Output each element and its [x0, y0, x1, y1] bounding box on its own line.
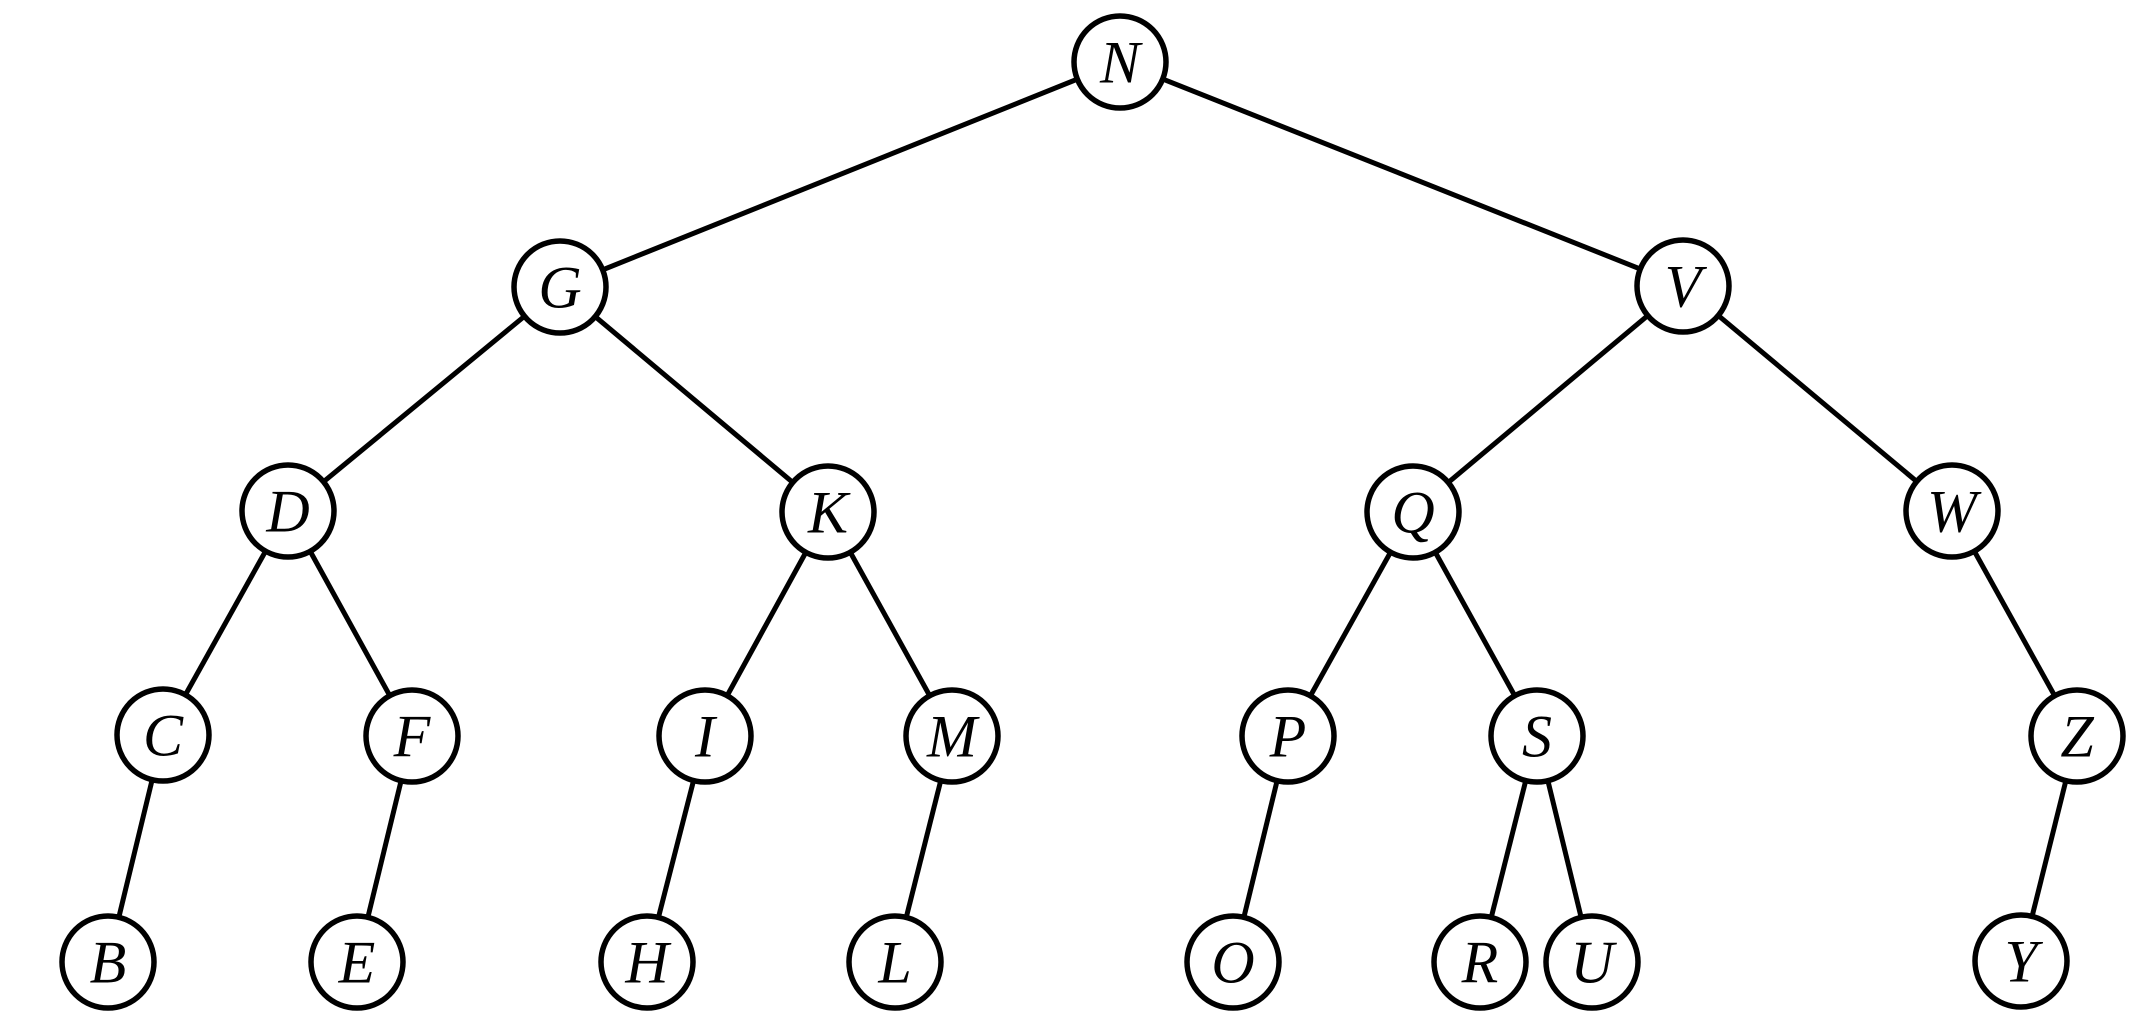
tree-node-i: I — [656, 687, 754, 785]
node-label-l: L — [877, 929, 911, 995]
node-label-p: P — [1269, 703, 1307, 769]
tree-edge-g-k — [558, 285, 830, 514]
node-label-e: E — [338, 929, 376, 995]
node-circle-q — [1364, 463, 1462, 561]
node-label-h: H — [624, 929, 672, 995]
node-label-k: K — [807, 479, 851, 545]
node-label-z: Z — [2060, 703, 2094, 769]
node-label-n: N — [1099, 29, 1143, 95]
tree-node-z: Z — [2028, 687, 2126, 785]
node-circle-b — [59, 913, 157, 1011]
tree-node-s: S — [1488, 687, 1586, 785]
tree-node-b: B — [59, 913, 157, 1011]
tree-node-u: U — [1543, 913, 1641, 1011]
tree-node-d: D — [239, 462, 337, 560]
node-circle-e — [308, 913, 406, 1011]
tree-edge-v-q — [1411, 284, 1685, 514]
tree-node-o: O — [1184, 913, 1282, 1011]
node-circle-i — [656, 687, 754, 785]
tree-node-y: Y — [1972, 912, 2070, 1010]
tree-node-p: P — [1239, 687, 1337, 785]
edges-layer — [105, 59, 2080, 963]
node-circle-f — [363, 687, 461, 785]
node-label-b: B — [90, 929, 127, 995]
node-circle-m — [903, 687, 1001, 785]
tree-edge-v-w — [1681, 284, 1954, 513]
tree-node-l: L — [846, 913, 944, 1011]
node-label-f: F — [393, 703, 432, 769]
node-circle-z — [2028, 687, 2126, 785]
tree-node-r: R — [1431, 913, 1529, 1011]
node-label-r: R — [1461, 929, 1499, 995]
tree-node-k: K — [779, 463, 877, 561]
node-label-w: W — [1927, 478, 1982, 544]
node-label-d: D — [265, 478, 309, 544]
node-circle-s — [1488, 687, 1586, 785]
node-circle-n — [1071, 13, 1169, 111]
tree-node-g: G — [511, 238, 609, 336]
tree-node-f: F — [363, 687, 461, 785]
node-label-o: O — [1211, 929, 1254, 995]
node-label-y: Y — [2004, 928, 2043, 994]
node-label-m: M — [926, 703, 980, 769]
tree-node-h: H — [598, 913, 696, 1011]
node-label-i: I — [694, 703, 718, 769]
tree-node-c: C — [114, 686, 212, 784]
node-circle-r — [1431, 913, 1529, 1011]
node-label-g: G — [538, 254, 581, 320]
node-circle-d — [239, 462, 337, 560]
node-circle-k — [779, 463, 877, 561]
tree-edge-g-d — [286, 285, 562, 513]
node-circle-g — [511, 238, 609, 336]
tree-edge-n-g — [559, 59, 1121, 290]
node-circle-o — [1184, 913, 1282, 1011]
node-label-c: C — [143, 702, 184, 768]
node-circle-l — [846, 913, 944, 1011]
node-label-v: V — [1665, 253, 1708, 319]
tree-node-m: M — [903, 687, 1001, 785]
node-circle-w — [1903, 462, 2001, 560]
node-label-u: U — [1570, 929, 1617, 995]
tree-node-n: N — [1071, 13, 1169, 111]
node-circle-u — [1543, 913, 1641, 1011]
node-circle-p — [1239, 687, 1337, 785]
tree-node-q: Q — [1364, 463, 1462, 561]
node-circle-c — [114, 686, 212, 784]
node-label-q: Q — [1391, 479, 1434, 545]
node-circle-v — [1634, 237, 1732, 335]
node-circle-h — [598, 913, 696, 1011]
tree-edge-n-v — [1119, 59, 1684, 289]
tree-node-w: W — [1903, 462, 2001, 560]
nodes-layer: N G V D K Q W C F I M P S Z B E H L O R U Y — [59, 13, 2126, 1011]
node-circle-y — [1972, 912, 2070, 1010]
tree-node-v: V — [1634, 237, 1732, 335]
tree-node-e: E — [308, 913, 406, 1011]
node-label-s: S — [1522, 703, 1552, 769]
